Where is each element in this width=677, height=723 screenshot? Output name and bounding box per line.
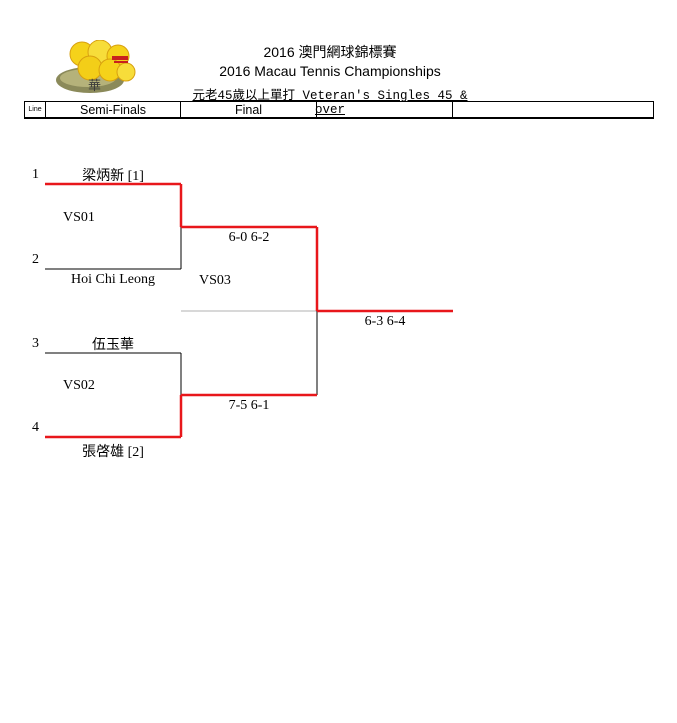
- bracket-header-row: Line Semi-Finals Final: [24, 101, 654, 119]
- line-number-3: 3: [32, 336, 39, 351]
- match-score-sf1: 6-0 6-2: [228, 230, 270, 245]
- column-header-line: Line: [25, 102, 46, 117]
- tournament-title-english: 2016 Macau Tennis Championships: [219, 63, 441, 79]
- tournament-title: 2016 澳門網球錦標賽: [263, 44, 397, 60]
- match-label-vs02: VS02: [63, 378, 95, 393]
- event-title: 元老45歲以上單打 Veteran's Singles 45 & over: [192, 89, 468, 117]
- line-number-1: 1: [32, 167, 39, 182]
- player-name: 伍玉華: [92, 338, 134, 353]
- match-label-vs01: VS01: [63, 210, 95, 225]
- tennis-balls-logo-icon: 華: [56, 40, 136, 94]
- line-number-2: 2: [32, 252, 39, 267]
- match-score-final: 6-3 6-4: [364, 314, 406, 329]
- player-name: 梁炳新 [1]: [82, 169, 144, 184]
- column-header-empty: [317, 102, 453, 117]
- svg-text:華: 華: [88, 79, 101, 94]
- player-name: 張啓雄 [2]: [82, 445, 144, 460]
- match-label-vs03: VS03: [199, 273, 231, 288]
- match-score-sf2: 7-5 6-1: [228, 398, 270, 413]
- line-number-4: 4: [32, 420, 39, 435]
- player-name: Hoi Chi Leong: [71, 272, 155, 287]
- column-header-semi-finals: Semi-Finals: [46, 102, 181, 117]
- column-header-final: Final: [181, 102, 317, 117]
